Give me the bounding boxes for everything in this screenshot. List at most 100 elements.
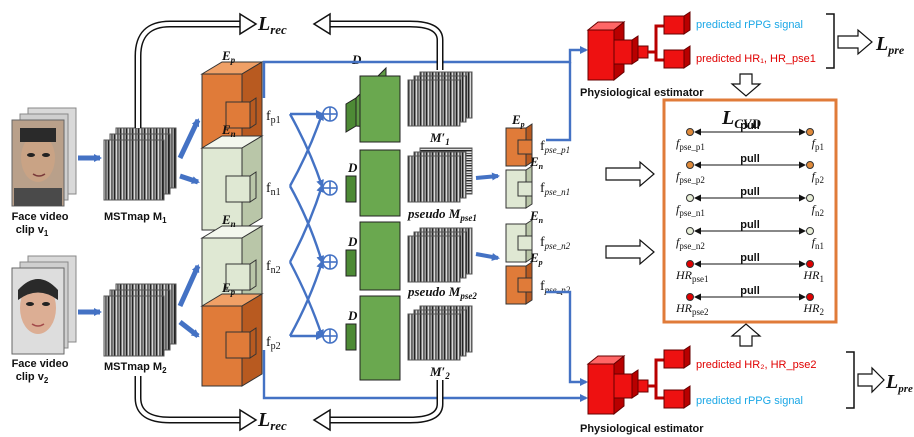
cvd-box	[662, 98, 838, 324]
pse-node	[686, 227, 694, 235]
feat-fp2: fp2	[266, 335, 281, 352]
map-m2prime	[407, 305, 473, 361]
pair-right-label: fn1	[812, 235, 824, 251]
pse-node	[686, 128, 694, 136]
feat-fp1: fp1	[266, 109, 281, 126]
loss-rec-bottom: Lrec	[257, 409, 287, 433]
target-node	[806, 128, 814, 136]
feat-fn2: fn2	[266, 259, 281, 276]
label-decoder-3: D	[347, 234, 358, 249]
cvd-pair-row: pull fpse_p2 fp2	[676, 153, 824, 185]
pse-feat-p2: fpse_p2	[540, 279, 571, 295]
encoder2-ep-bottom	[505, 261, 533, 305]
label2-en-top: En	[529, 154, 544, 171]
input-top-line2: clip v1	[16, 224, 49, 238]
decoder-3	[345, 221, 401, 291]
encoder-en-top	[200, 135, 264, 231]
pull-label: pull	[740, 153, 760, 165]
estimator-top-label: Physiological estimator	[580, 87, 704, 99]
arrow-mst-ep-bottom	[178, 320, 200, 338]
arrow-pre-top	[837, 28, 873, 56]
pse-node	[686, 161, 694, 169]
target-node	[806, 260, 814, 268]
pair-right-label: fp1	[812, 136, 824, 152]
loss-pre-top: Lpre	[875, 33, 905, 57]
arrow-pse1-enc	[475, 172, 500, 181]
decoder-4	[345, 295, 401, 381]
label-decoder-2: D	[347, 160, 358, 175]
target-node	[806, 194, 814, 202]
label-en-top: En	[221, 122, 236, 139]
arrow-down-to-cvd	[730, 73, 762, 97]
pse-node	[686, 293, 694, 301]
input-top-line1: Face video	[12, 211, 69, 223]
map-m1prime	[407, 71, 473, 127]
encoder-ep-bottom	[200, 293, 264, 387]
arrow-pre-bottom	[857, 366, 885, 394]
pair-left-label: HRpse1	[675, 268, 709, 284]
map-pseudo1	[407, 147, 473, 203]
decoder-2	[345, 149, 401, 217]
decoder-1	[345, 66, 401, 143]
pull-label: pull	[740, 219, 760, 231]
label-decoder-1: D	[351, 52, 362, 67]
encoder2-ep-top	[505, 123, 533, 167]
encoder2-en-bottom	[505, 219, 533, 263]
arrow-to-cvd-top	[605, 160, 655, 188]
encoder2-en-top	[505, 165, 533, 209]
pse-feat-p1: fpse_p1	[540, 139, 570, 155]
line-psep2-estimator	[546, 290, 588, 386]
label2-en-bottom: En	[529, 208, 544, 225]
pair-right-label: HR1	[803, 268, 825, 284]
label-pseudo2: pseudo Mpse2	[407, 284, 477, 301]
feat-fn1: fn1	[266, 181, 281, 198]
mstmap-top	[103, 127, 177, 201]
add-nodes	[322, 106, 338, 344]
label-ep-bottom: Ep	[221, 280, 236, 297]
rec-loop-bottom-right	[330, 380, 444, 424]
mstmap-bottom	[103, 283, 177, 357]
estimator-bottom	[586, 345, 691, 416]
input-bottom-line2: clip v2	[16, 371, 49, 385]
target-node	[806, 227, 814, 235]
arrow-up-to-cvd	[730, 323, 762, 347]
pair-left-label: HRpse2	[675, 301, 709, 317]
input-bottom-line1: Face video	[12, 358, 69, 370]
pull-label: pull	[740, 285, 760, 297]
line-fp2-estimator	[262, 350, 588, 402]
label-m2prime: M′2	[429, 364, 450, 381]
target-node	[806, 293, 814, 301]
pse-node	[686, 260, 694, 268]
output-hr-bottom: predicted HR₂, HR_pse2	[696, 359, 816, 371]
pse-node	[686, 194, 694, 202]
label-decoder-4: D	[347, 308, 358, 323]
loss-cvd: LCVD	[721, 107, 762, 131]
output-rppg-bottom: predicted rPPG signal	[696, 395, 803, 407]
label-m1prime: M′1	[429, 130, 450, 147]
brace-bottom	[846, 351, 855, 409]
mstmap-bottom-label: MSTmap M2	[104, 361, 167, 375]
pse-feat-n1: fpse_n1	[540, 181, 570, 197]
output-rppg-top: predicted rPPG signal	[696, 19, 803, 31]
estimator-top	[586, 11, 691, 82]
brace-top	[826, 13, 835, 69]
label2-ep-top: Ep	[511, 112, 525, 129]
pull-label: pull	[740, 252, 760, 264]
cvd-pair-row: pull fpse_n2 fn1	[676, 219, 824, 251]
pair-right-label: fp2	[812, 169, 824, 185]
mstmap-top-label: MSTmap M1	[104, 211, 167, 225]
pull-label: pull	[740, 186, 760, 198]
pull-label: pull	[740, 120, 760, 132]
pse-feat-n2: fpse_n2	[540, 235, 571, 251]
map-pseudo2	[407, 227, 473, 283]
pair-left-label: fpse_n2	[676, 235, 705, 251]
arrow-mst-en-top	[179, 173, 200, 185]
pair-left-label: fpse_p2	[676, 169, 705, 185]
